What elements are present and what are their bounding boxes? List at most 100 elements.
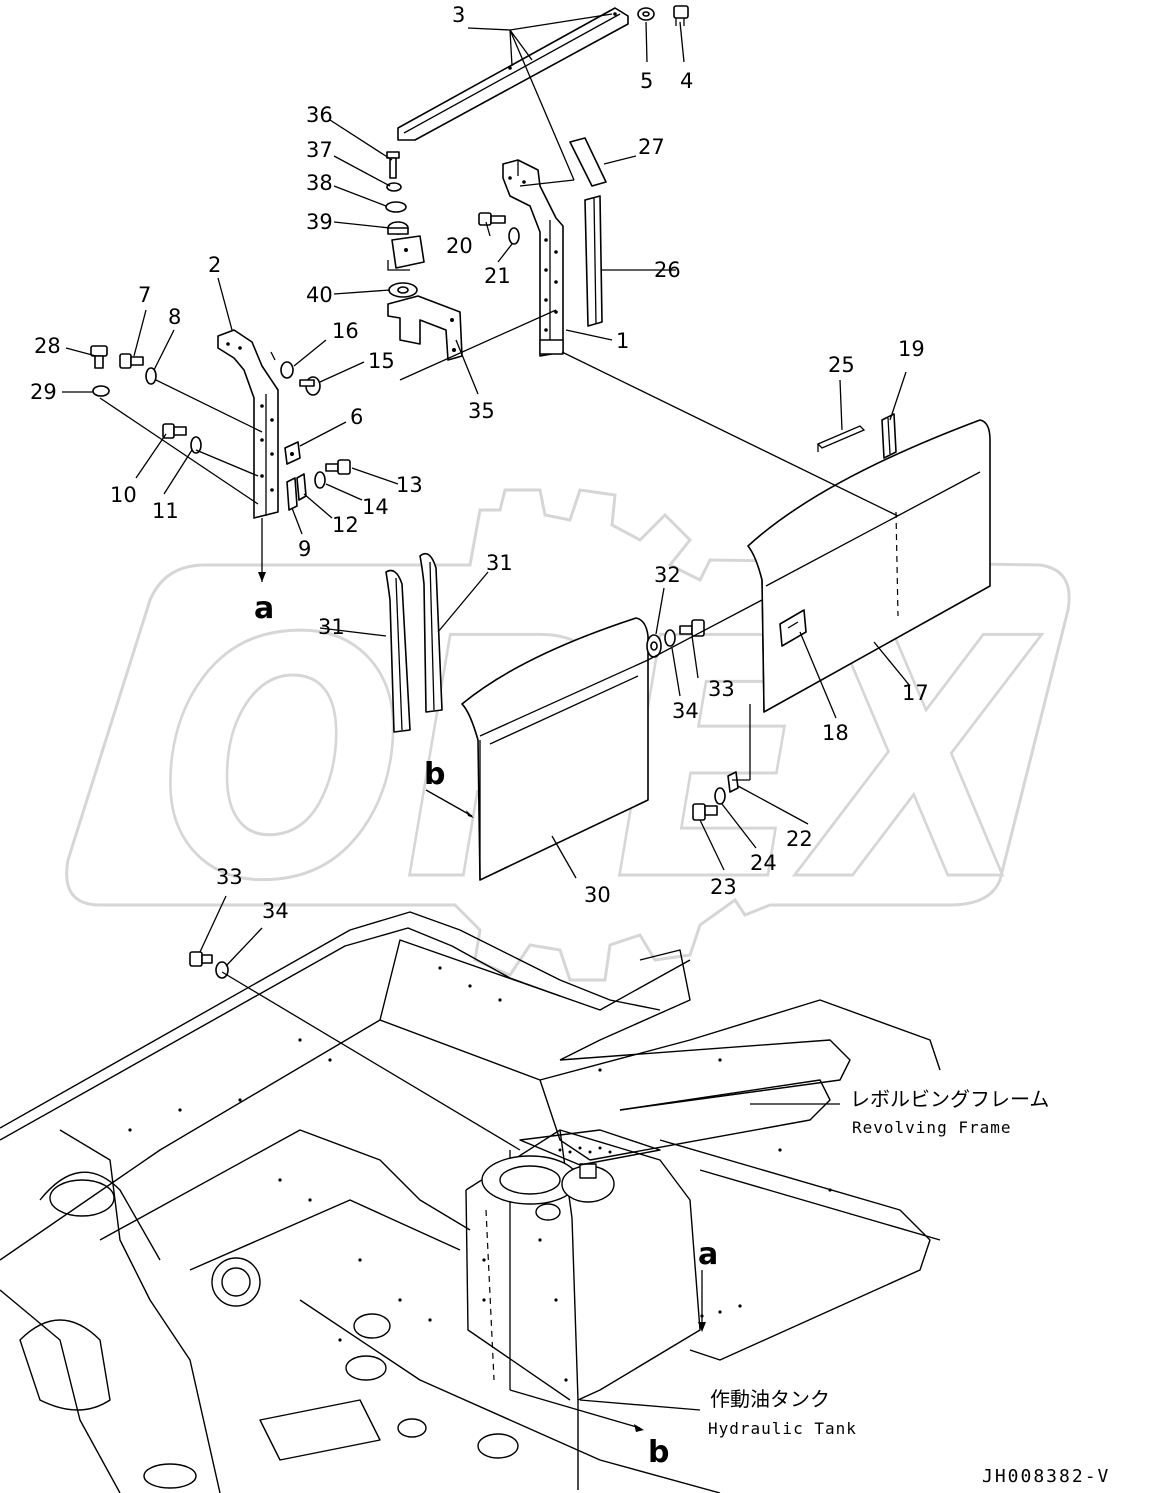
reference-marks: a b a b (254, 591, 718, 1470)
bolt-part-7 (119, 353, 144, 369)
callout-8: 8 (168, 305, 181, 329)
ref-mark-a-right: a (698, 1237, 718, 1272)
callout-30: 30 (584, 883, 611, 907)
callout-37: 37 (306, 138, 333, 162)
seal-part-31-left (385, 569, 411, 733)
revolving-frame-label-en: Revolving Frame (852, 1118, 1012, 1137)
callout-33-lower: 33 (216, 865, 243, 889)
callout-34-upper: 34 (672, 699, 699, 723)
washer-part-8 (145, 367, 157, 385)
ref-mark-a-top: a (254, 591, 274, 626)
bolt-part-33-lower (189, 951, 213, 967)
nut-part-16 (280, 361, 294, 379)
callout-31-left: 31 (318, 615, 345, 639)
bolt-part-4 (673, 5, 689, 26)
seal-part-26 (584, 195, 603, 327)
callout-18: 18 (822, 721, 849, 745)
callout-36: 36 (306, 103, 333, 127)
callout-3: 3 (452, 3, 465, 27)
callout-2: 2 (208, 253, 221, 277)
callout-5: 5 (640, 69, 653, 93)
callout-4: 4 (680, 69, 693, 93)
panel-part-30 (461, 617, 649, 881)
hydraulic-tank-label-jp: 作動油タンク (710, 1387, 830, 1411)
callout-35: 35 (468, 399, 495, 423)
callout-15: 15 (368, 349, 395, 373)
callout-16: 16 (332, 319, 359, 343)
plate-part-6 (284, 441, 301, 465)
bolt-part-23 (692, 803, 718, 821)
callout-34-lower: 34 (262, 899, 289, 923)
callout-17: 17 (902, 681, 929, 705)
washer-part-37 (386, 182, 402, 192)
revolving-frame (0, 911, 941, 1493)
callout-10: 10 (110, 483, 137, 507)
callout-numbers: 3 5 4 36 37 38 39 27 20 21 26 40 2 7 8 1… (30, 3, 929, 923)
drawing-code: JH008382-V (982, 1466, 1110, 1487)
callout-38: 38 (306, 171, 333, 195)
washer-part-21 (508, 227, 520, 245)
cushion-part-39 (387, 221, 409, 235)
washer-part-24 (714, 787, 726, 805)
callout-40: 40 (306, 283, 333, 307)
callout-29: 29 (30, 380, 57, 404)
post-part-2 (217, 329, 279, 519)
hydraulic-tank (465, 1129, 742, 1490)
callout-1: 1 (616, 329, 629, 353)
callout-11: 11 (152, 499, 179, 523)
clip-part-22 (727, 771, 739, 793)
frame-label: レボルビングフレーム Revolving Frame (850, 1087, 1049, 1137)
revolving-frame-label-jp: レボルビングフレーム (850, 1087, 1049, 1111)
callout-13: 13 (396, 473, 423, 497)
washer-part-32 (646, 634, 662, 658)
callout-12: 12 (332, 513, 359, 537)
pin-part-15 (299, 376, 321, 396)
callout-26: 26 (654, 258, 681, 282)
washer-part-29 (92, 385, 110, 397)
callout-31-right: 31 (486, 551, 513, 575)
callout-39: 39 (306, 210, 333, 234)
ref-mark-b-bottom: b (648, 1435, 669, 1470)
washer-part-34-lower (215, 961, 229, 979)
rod-part-25 (816, 425, 866, 452)
seal-part-31-right (419, 552, 443, 713)
rail-part-3 (397, 7, 629, 141)
bolt-part-36 (386, 151, 400, 179)
hydraulic-tank-label-en: Hydraulic Tank (708, 1419, 857, 1438)
plate-part-9 (286, 477, 298, 511)
clip-part-12 (296, 473, 307, 501)
callout-25: 25 (828, 353, 855, 377)
callout-28: 28 (34, 334, 61, 358)
callout-7: 7 (138, 283, 151, 307)
plate-assembly (387, 235, 425, 271)
bolt-part-13 (325, 459, 351, 475)
washer-part-5 (637, 7, 655, 21)
callout-32: 32 (654, 563, 681, 587)
callout-21: 21 (484, 264, 511, 288)
post-part-1 (502, 159, 564, 357)
callout-14: 14 (362, 495, 389, 519)
bolt-part-10 (162, 423, 187, 439)
callout-27: 27 (638, 135, 665, 159)
washer-part-40 (388, 282, 418, 298)
callout-19: 19 (898, 337, 925, 361)
washer-part-34 (664, 629, 676, 647)
callout-20: 20 (446, 234, 473, 258)
callout-9: 9 (298, 537, 311, 561)
panel-part-17 (747, 419, 991, 713)
callout-22: 22 (786, 827, 813, 851)
washer-part-38 (385, 201, 407, 213)
callout-33-upper: 33 (708, 677, 735, 701)
washer-part-14 (314, 471, 326, 489)
callout-6: 6 (350, 405, 363, 429)
bolt-part-28 (90, 345, 108, 369)
leader-lines (62, 13, 911, 1432)
bracket-part-35 (387, 295, 463, 361)
callout-24: 24 (750, 851, 777, 875)
washer-part-11 (190, 436, 202, 454)
latch-part-18 (779, 609, 807, 647)
tank-label: 作動油タンク Hydraulic Tank (708, 1387, 857, 1438)
callout-23: 23 (710, 875, 737, 899)
bolt-part-20 (478, 212, 506, 226)
